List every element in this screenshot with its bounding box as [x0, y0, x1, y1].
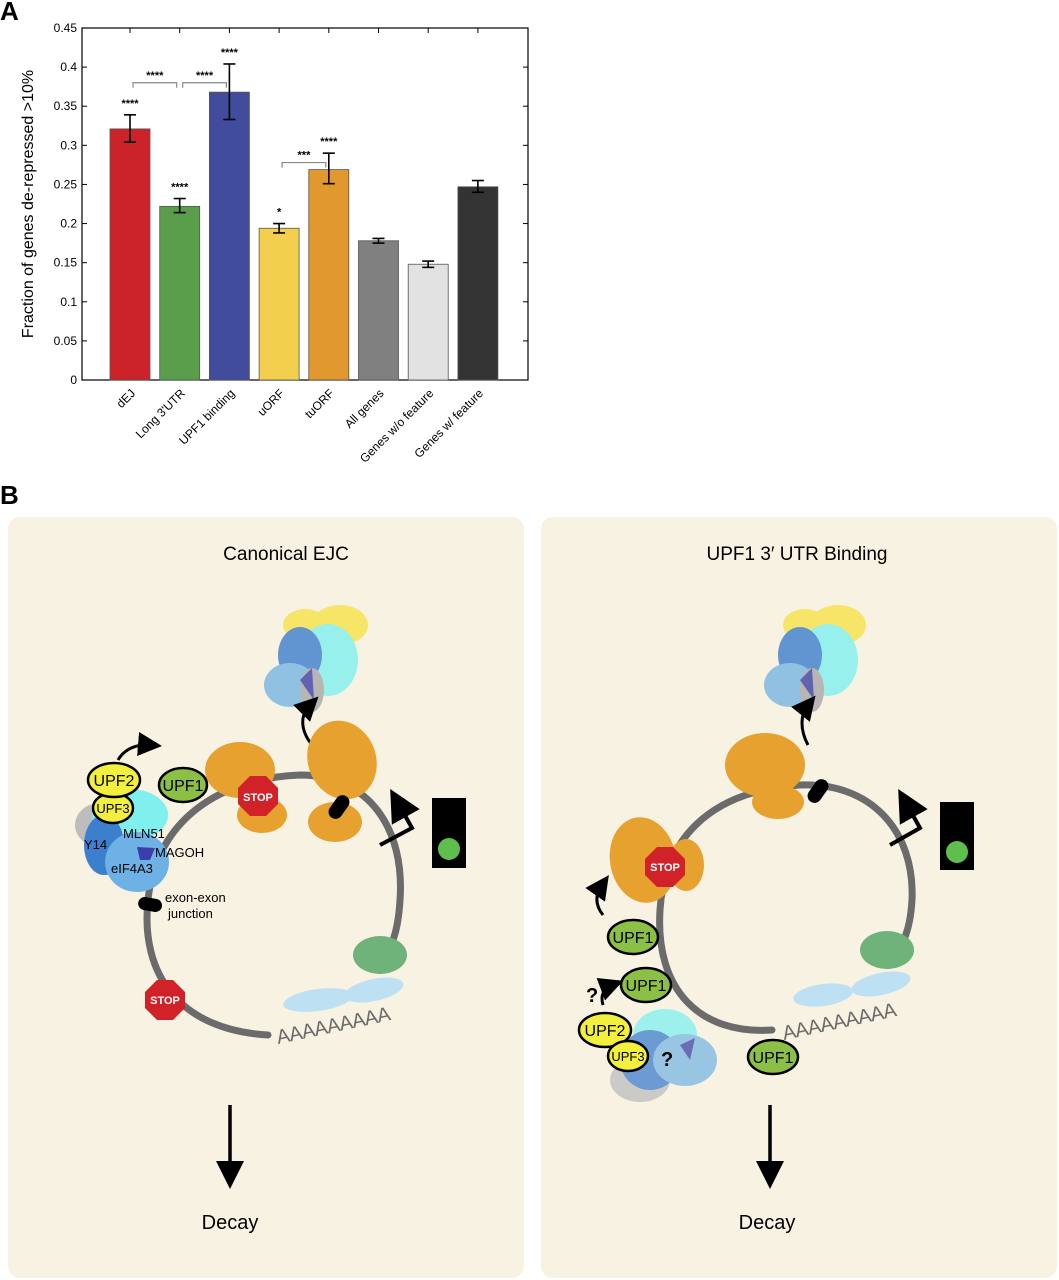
panel-b-label: B [0, 480, 19, 510]
y-axis-label: Fraction of genes de-repressed >10% [20, 70, 37, 338]
significance-bracket [182, 82, 227, 88]
y-tick-label: 0.15 [54, 256, 78, 270]
panel-upf1-binding [541, 517, 1057, 1278]
bar [457, 186, 499, 381]
x-tick-label: All genes [342, 386, 387, 431]
significance-label: **** [221, 47, 239, 59]
panel-a-label: A [0, 0, 19, 26]
bracket-label: **** [196, 70, 214, 82]
y-tick-label: 0.45 [54, 21, 78, 35]
y-tick-label: 0.05 [54, 334, 78, 348]
significance-label: **** [320, 136, 338, 148]
bar [159, 205, 201, 381]
y-tick-label: 0.2 [60, 217, 77, 231]
bracket-label: **** [146, 70, 164, 82]
x-tick-label: dEJ [114, 386, 139, 411]
x-tick-label: uORF [255, 386, 288, 419]
bar [358, 240, 399, 381]
bar [258, 227, 300, 381]
bar [407, 263, 449, 381]
bar [109, 128, 151, 381]
significance-label: **** [171, 182, 189, 194]
plot-frame [81, 27, 529, 381]
bar-chart: 00.050.10.150.20.250.30.350.40.45 ******… [20, 21, 529, 465]
significance-label: * [277, 207, 282, 219]
y-tick-label: 0.4 [60, 60, 77, 74]
bracket-label: *** [298, 150, 312, 162]
bar [208, 91, 250, 381]
significance-bracket [281, 161, 327, 168]
significance-label: **** [121, 98, 139, 110]
y-tick-label: 0.25 [54, 177, 78, 191]
bar [308, 169, 350, 381]
y-tick-label: 0.1 [60, 295, 77, 309]
panel-canonical-ejc [8, 517, 524, 1278]
x-tick-label: tuORF [302, 386, 337, 421]
y-tick-label: 0 [70, 373, 77, 387]
y-tick-label: 0.35 [54, 99, 78, 113]
significance-bracket [132, 82, 178, 88]
y-tick-label: 0.3 [60, 138, 77, 152]
